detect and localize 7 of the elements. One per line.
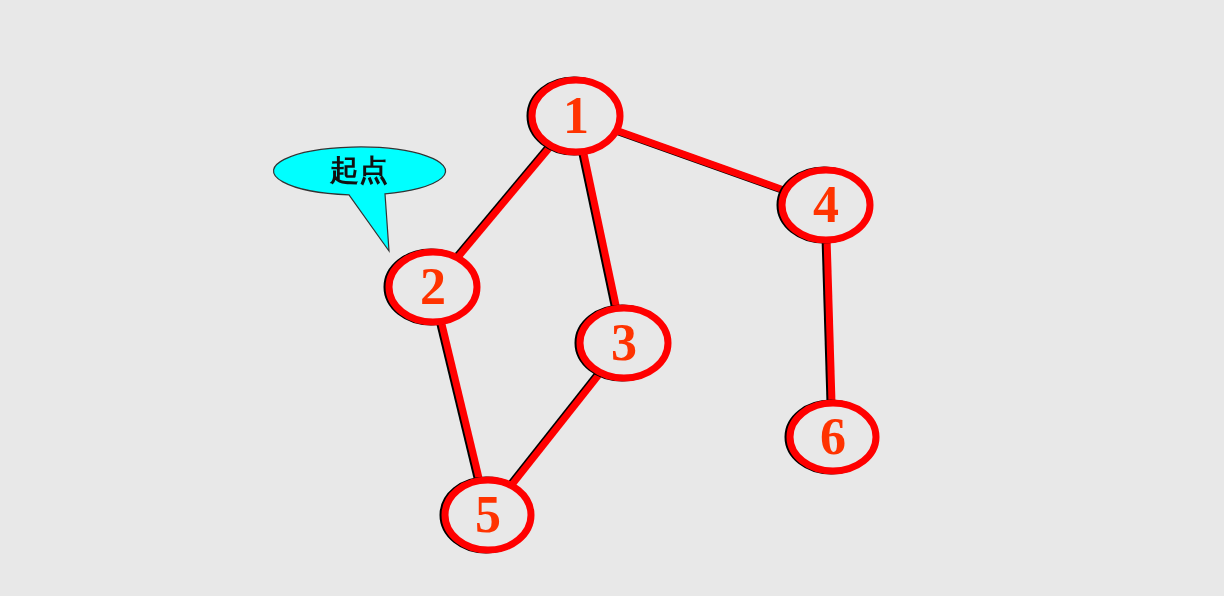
node-circle: 6 <box>786 399 880 475</box>
speech-bubble: 起点 <box>271 145 447 253</box>
node-circle: 1 <box>528 76 624 156</box>
node-circle: 4 <box>778 166 874 244</box>
node-circle: 3 <box>576 304 672 382</box>
node-circle: 5 <box>441 476 535 554</box>
node-circle: 2 <box>385 248 481 326</box>
